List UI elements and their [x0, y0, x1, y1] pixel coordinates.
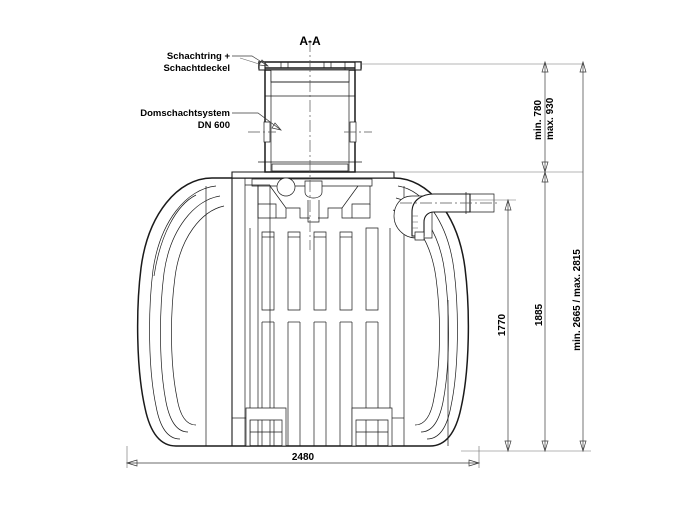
dimension-label-shaft-max: max. 930	[545, 97, 556, 140]
dimension-label-2480: 2480	[292, 452, 315, 463]
dimension-total-height: min. 2665 / max. 2815	[572, 60, 587, 453]
dimension-tank-outer-height: 1885	[534, 170, 549, 453]
tank-left-shoulder-ribs	[149, 185, 225, 446]
dimension-tank-width: 2480	[125, 452, 481, 467]
dimension-shaft-height: min. 780 max. 930	[533, 60, 556, 174]
shaft-ring-and-cover	[239, 57, 583, 83]
dimension-tank-inner-height: 1770	[497, 198, 512, 453]
callout-label-shaft-ring-line2: Schachtdeckel	[163, 63, 230, 74]
tank-left-panel	[231, 178, 271, 446]
section-label-aa: A-A	[299, 34, 321, 48]
tank-outer-shell	[136, 177, 470, 447]
dimension-label-1885: 1885	[534, 303, 545, 326]
callout-label-dome-shaft-line1: Domschachtsystem	[140, 108, 230, 119]
dimension-label-total: min. 2665 / max. 2815	[572, 249, 583, 351]
callout-label-shaft-ring-line1: Schachtring +	[167, 51, 231, 62]
tank-top-saddle	[231, 171, 395, 223]
callout-shaft-ring-cover: Schachtring + Schachtdeckel	[163, 51, 269, 74]
tank-base-feet	[232, 407, 404, 447]
callout-label-dome-shaft-line2: DN 600	[198, 120, 230, 131]
tank-inlet-pipe	[393, 192, 500, 241]
dimension-label-1770: 1770	[497, 313, 508, 336]
callout-dome-shaft-system: Domschachtsystem DN 600	[140, 108, 282, 131]
dimension-label-shaft-min: min. 780	[533, 100, 544, 140]
